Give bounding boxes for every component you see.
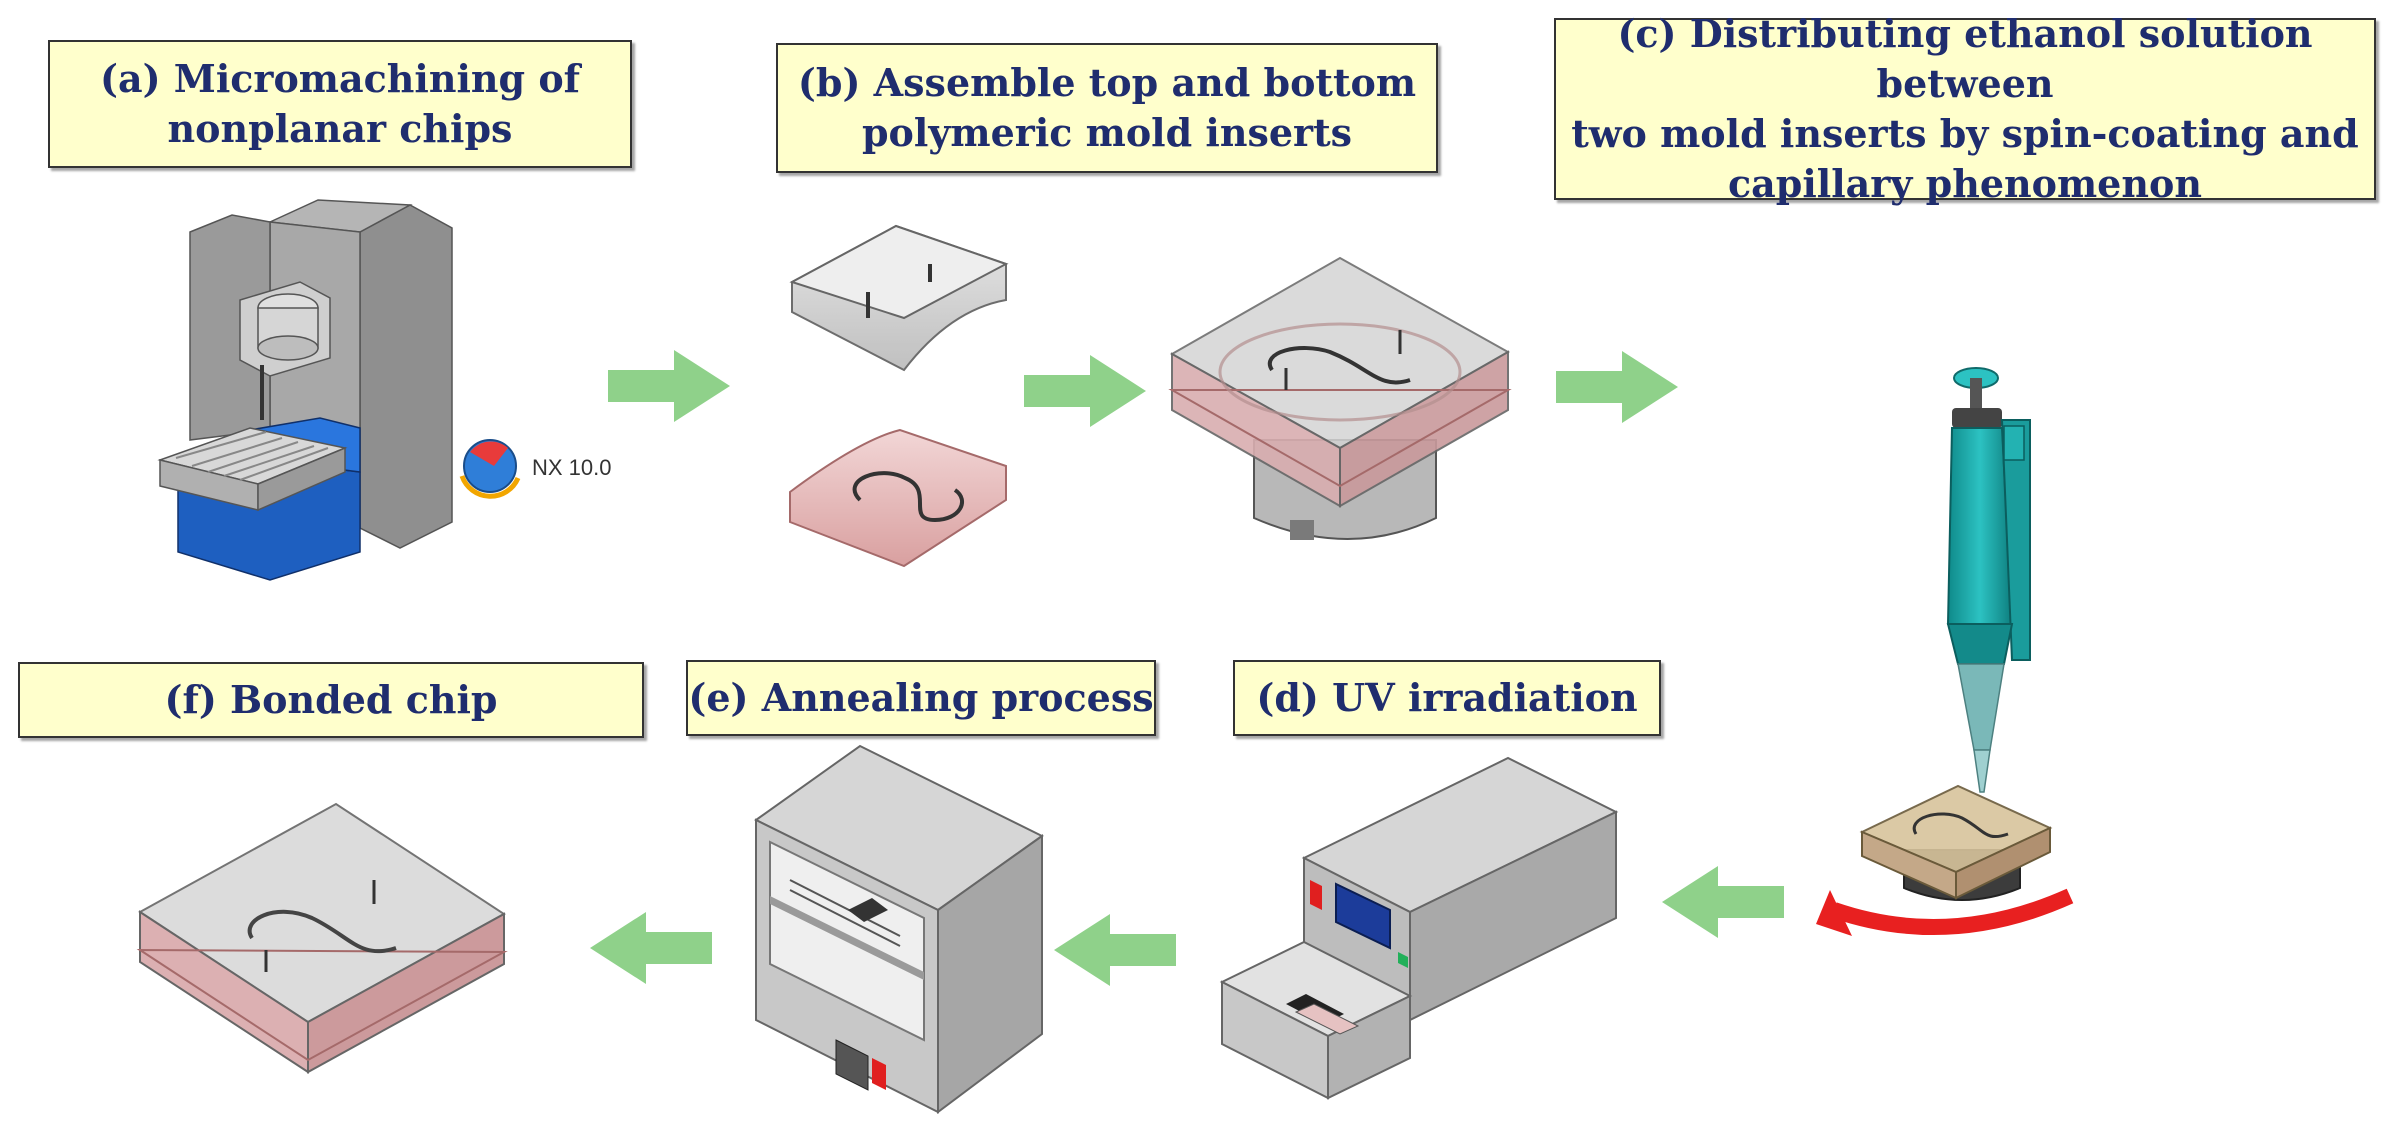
uv-display-panel — [1335, 882, 1391, 950]
assembled-mold-on-stage — [1168, 256, 1512, 540]
bottom-mold-insert — [789, 428, 1007, 568]
step-b-label-box: (b) Assemble top and bottom polymeric mo… — [776, 43, 1438, 173]
nx-logo-icon: NX 10.0 — [459, 439, 612, 499]
step-f-label-box: (f) Bonded chip — [18, 662, 644, 738]
step-d-label: (d) UV irradiation — [1256, 674, 1638, 720]
bonded-chip — [136, 802, 508, 1074]
spin-coater — [1859, 784, 2053, 901]
software-name: NX 10.0 — [532, 455, 612, 480]
step-a-label-box: (a) Micromachining of nonplanar chips — [48, 40, 632, 168]
arrow-c-to-d-icon — [1662, 866, 1784, 938]
arrow-a-to-b-icon — [608, 350, 730, 422]
step-c-label-box: (c) Distributing ethanol solution betwee… — [1554, 11, 2376, 206]
step-e-label: (e) Annealing process — [688, 674, 1154, 720]
uv-power-button — [1310, 880, 1322, 910]
annealing-oven — [754, 744, 1044, 1114]
arrow-assembly-to-c-icon — [1556, 351, 1678, 423]
uv-irradiation-chamber — [1219, 756, 1619, 1100]
step-c-label: (c) Distributing ethanol solution betwee… — [1571, 10, 2359, 207]
pipette — [1946, 367, 2031, 793]
arrow-e-to-f-icon — [590, 912, 712, 984]
step-e-label-box: (e) Annealing process — [686, 660, 1156, 736]
arrow-d-to-e-icon — [1054, 914, 1176, 986]
step-a-label: (a) Micromachining of nonplanar chips — [99, 55, 581, 151]
top-mold-insert — [789, 224, 1009, 372]
step-f-label: (f) Bonded chip — [164, 676, 498, 722]
rotation-arrow-icon — [1816, 888, 2074, 936]
step-d-label-box: (d) UV irradiation — [1233, 660, 1661, 736]
uv-indicator-light — [1398, 952, 1408, 968]
step-b-label: (b) Assemble top and bottom polymeric mo… — [797, 59, 1417, 155]
arrow-b-to-assembly-icon — [1024, 355, 1146, 427]
cnc-milling-machine — [157, 199, 453, 581]
